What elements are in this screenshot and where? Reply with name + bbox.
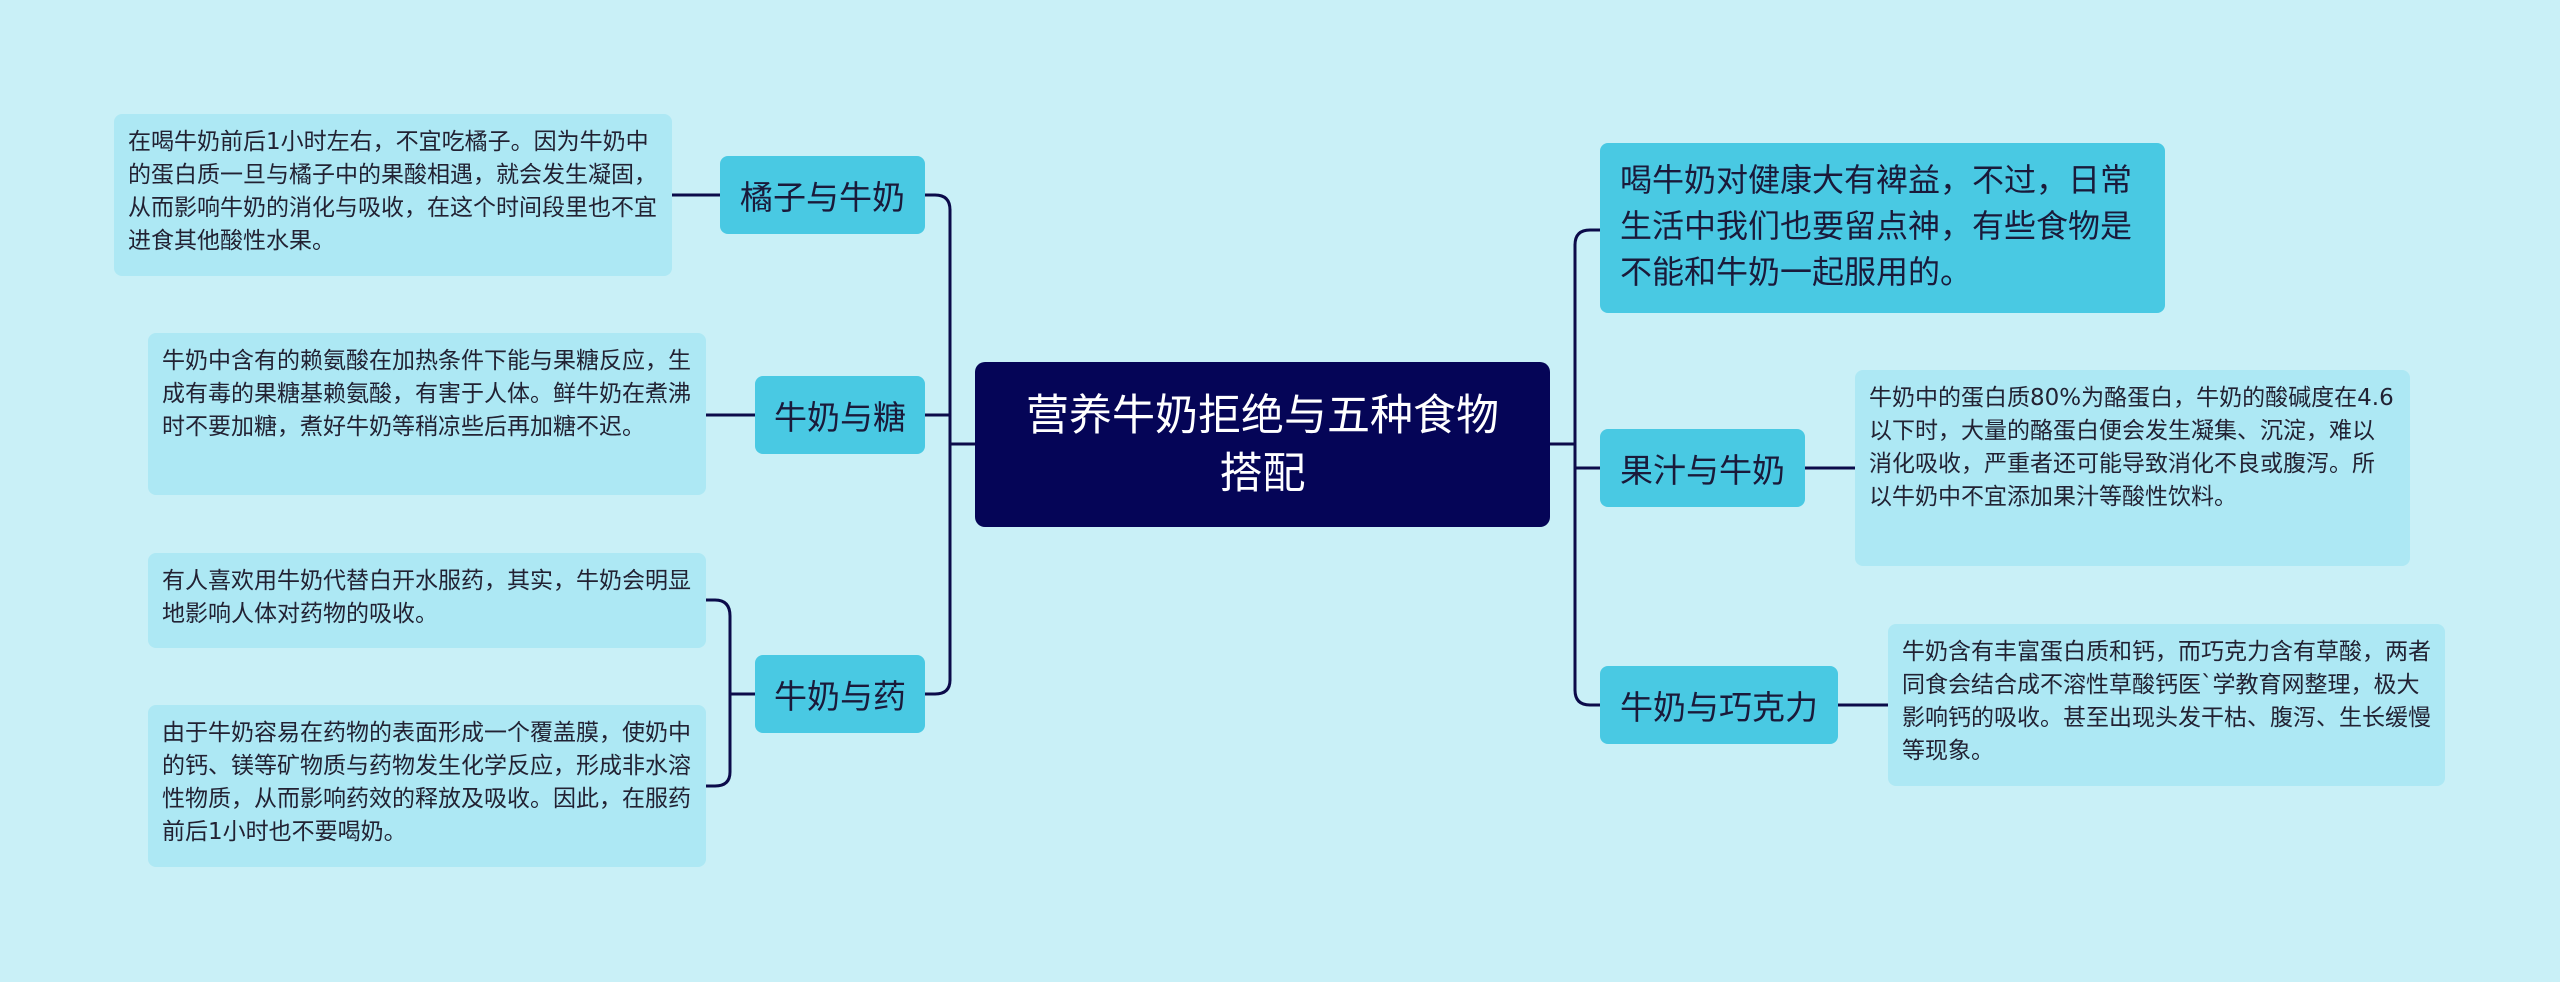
branch-milk-chocolate[interactable]: 牛奶与巧克力 <box>1600 666 1838 744</box>
leaf-milk-chocolate[interactable]: 牛奶含有丰富蛋白质和钙，而巧克力含有草酸，两者同食会结合成不溶性草酸钙医`学教育… <box>1888 624 2445 786</box>
leaf-text: 牛奶含有丰富蛋白质和钙，而巧克力含有草酸，两者同食会结合成不溶性草酸钙医`学教育… <box>1902 639 2431 764</box>
branch-label: 喝牛奶对健康大有裨益，不过，日常生活中我们也要留点神，有些食物是不能和牛奶一起服… <box>1620 161 2133 291</box>
leaf-text: 由于牛奶容易在药物的表面形成一个覆盖膜，使奶中的钙、镁等矿物质与药物发生化学反应… <box>162 720 691 845</box>
leaf-milk-sugar[interactable]: 牛奶中含有的赖氨酸在加热条件下能与果糖反应，生成有毒的果糖基赖氨酸，有害于人体。… <box>148 333 706 495</box>
branch-intro[interactable]: 喝牛奶对健康大有裨益，不过，日常生活中我们也要留点神，有些食物是不能和牛奶一起服… <box>1600 143 2165 313</box>
connector-medicine-spine <box>704 598 757 696</box>
leaf-juice-milk[interactable]: 牛奶中的蛋白质80%为酪蛋白，牛奶的酸碱度在4.6以下时，大量的酪蛋白便会发生凝… <box>1855 370 2410 566</box>
leaf-milk-medicine-1[interactable]: 有人喜欢用牛奶代替白开水服药，其实，牛奶会明显地影响人体对药物的吸收。 <box>148 553 706 648</box>
leaf-milk-medicine-2[interactable]: 由于牛奶容易在药物的表面形成一个覆盖膜，使奶中的钙、镁等矿物质与药物发生化学反应… <box>148 705 706 867</box>
branch-label: 牛奶与药 <box>774 677 906 716</box>
leaf-text: 牛奶中的蛋白质80%为酪蛋白，牛奶的酸碱度在4.6以下时，大量的酪蛋白便会发生凝… <box>1869 385 2394 510</box>
branch-label: 橘子与牛奶 <box>740 178 905 217</box>
branch-juice-milk[interactable]: 果汁与牛奶 <box>1600 429 1805 507</box>
leaf-text: 有人喜欢用牛奶代替白开水服药，其实，牛奶会明显地影响人体对药物的吸收。 <box>162 568 691 627</box>
connector-branch-intro <box>1573 228 1602 247</box>
leaf-orange-milk[interactable]: 在喝牛奶前后1小时左右，不宜吃橘子。因为牛奶中的蛋白质一旦与橘子中的果酸相遇，就… <box>114 114 672 276</box>
connector-branch-orange <box>923 193 952 212</box>
branch-label: 牛奶与巧克力 <box>1620 688 1818 727</box>
branch-milk-medicine[interactable]: 牛奶与药 <box>755 655 925 733</box>
branch-label: 果汁与牛奶 <box>1620 451 1785 490</box>
branch-label: 牛奶与糖 <box>774 398 906 437</box>
connector-branch-chocolate <box>1573 688 1602 707</box>
connector-branch-medicine <box>923 678 952 696</box>
central-topic[interactable]: 营养牛奶拒绝与五种食物搭配 <box>975 362 1550 527</box>
central-topic-text: 营养牛奶拒绝与五种食物搭配 <box>1026 390 1499 499</box>
connector-medicine-lower <box>704 692 732 788</box>
leaf-text: 牛奶中含有的赖氨酸在加热条件下能与果糖反应，生成有毒的果糖基赖氨酸，有害于人体。… <box>162 348 691 440</box>
branch-orange-milk[interactable]: 橘子与牛奶 <box>720 156 925 234</box>
branch-milk-sugar[interactable]: 牛奶与糖 <box>755 376 925 454</box>
leaf-text: 在喝牛奶前后1小时左右，不宜吃橘子。因为牛奶中的蛋白质一旦与橘子中的果酸相遇，就… <box>128 129 657 254</box>
